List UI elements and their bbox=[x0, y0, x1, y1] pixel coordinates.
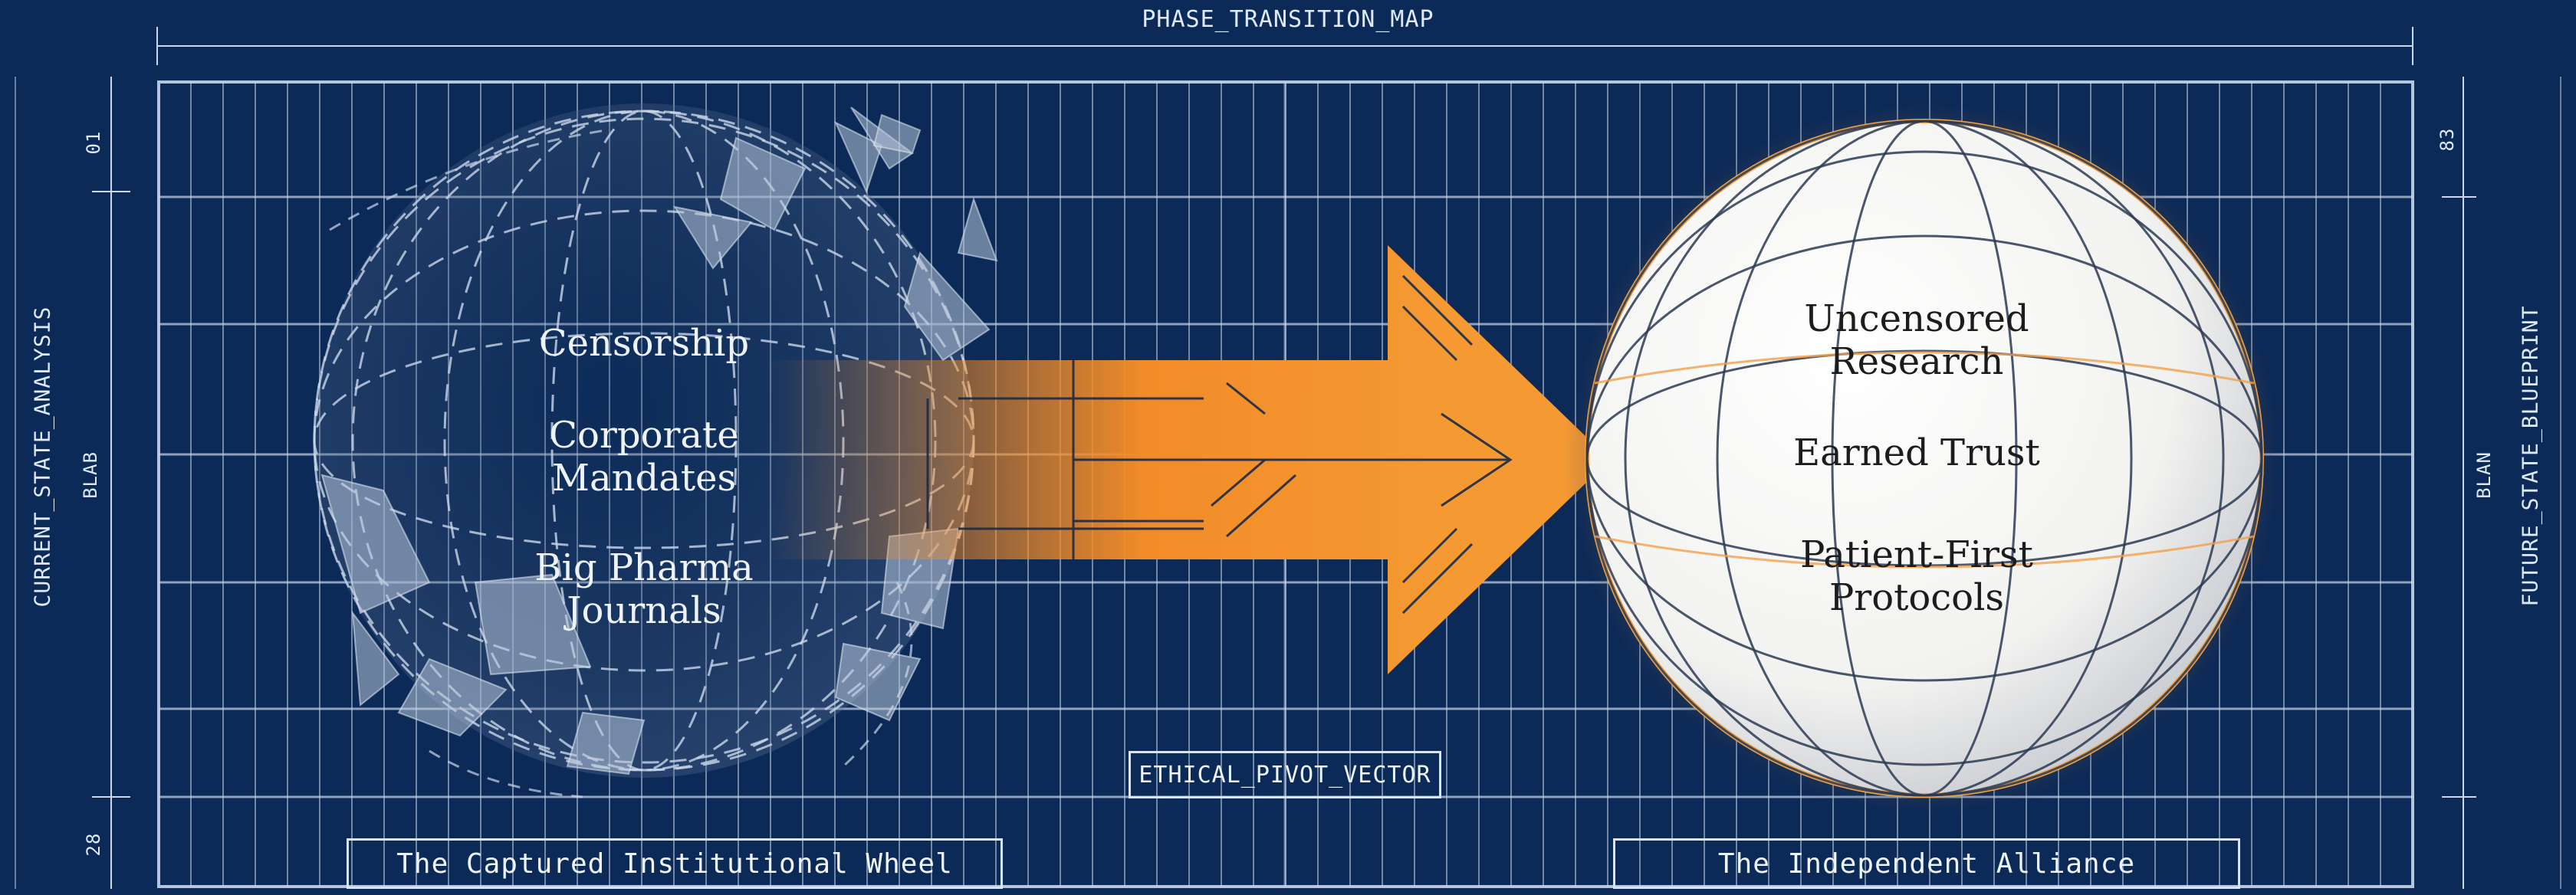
shard bbox=[833, 120, 883, 194]
shard bbox=[957, 196, 998, 262]
independent-sphere-meridian bbox=[1624, 120, 2225, 797]
arrow-hatch bbox=[1401, 274, 1474, 615]
left-caption: The Captured Institutional Wheel bbox=[347, 838, 1003, 889]
captured-sphere bbox=[313, 103, 998, 798]
left-side-tag: BLAB bbox=[80, 451, 101, 499]
shard bbox=[474, 573, 592, 676]
tick-number-left-top: 01 bbox=[83, 130, 104, 155]
arrow-label: ETHICAL_PIVOT_VECTOR bbox=[1129, 751, 1441, 798]
dimension-lines bbox=[15, 27, 2561, 889]
right-side-tag: BLAN bbox=[2473, 451, 2495, 499]
arrow-detail-lines bbox=[926, 274, 1513, 615]
captured-sphere-meridian bbox=[550, 110, 738, 772]
shard bbox=[672, 205, 753, 270]
right-item-earned-trust: Earned Trust bbox=[1793, 431, 2040, 474]
right-side-label: FUTURE_STATE_BLUEPRINT bbox=[2517, 305, 2543, 607]
shard bbox=[351, 610, 400, 706]
fragment-arc bbox=[429, 749, 583, 798]
shard bbox=[320, 474, 431, 615]
independent-sphere-wireframe bbox=[1585, 120, 2263, 797]
tick-number-right-top: 83 bbox=[2436, 127, 2458, 152]
independent-sphere-accent bbox=[1594, 351, 2255, 569]
shard bbox=[872, 113, 922, 155]
left-item-censorship: Censorship bbox=[538, 322, 750, 365]
captured-sphere-fragments bbox=[329, 129, 913, 798]
fragment-arc bbox=[842, 582, 913, 768]
left-side-label: CURRENT_STATE_ANALYSIS bbox=[29, 306, 55, 608]
shard bbox=[397, 657, 508, 737]
arrow-hatch bbox=[1073, 382, 1296, 538]
arrow-inner-pointer bbox=[1073, 412, 1513, 507]
arrow-detail bbox=[926, 360, 1204, 559]
independent-sphere bbox=[1564, 98, 2285, 818]
ethical-pivot-arrow bbox=[767, 245, 1610, 674]
shard bbox=[719, 136, 807, 231]
shard bbox=[834, 642, 922, 722]
independent-sphere-latitude bbox=[1585, 150, 2263, 766]
right-caption: The Independent Alliance bbox=[1613, 838, 2240, 889]
shard bbox=[566, 711, 646, 775]
diagram-title: PHASE_TRANSITION_MAP bbox=[1142, 6, 1434, 33]
tick-number-left-bottom: 28 bbox=[83, 832, 104, 857]
